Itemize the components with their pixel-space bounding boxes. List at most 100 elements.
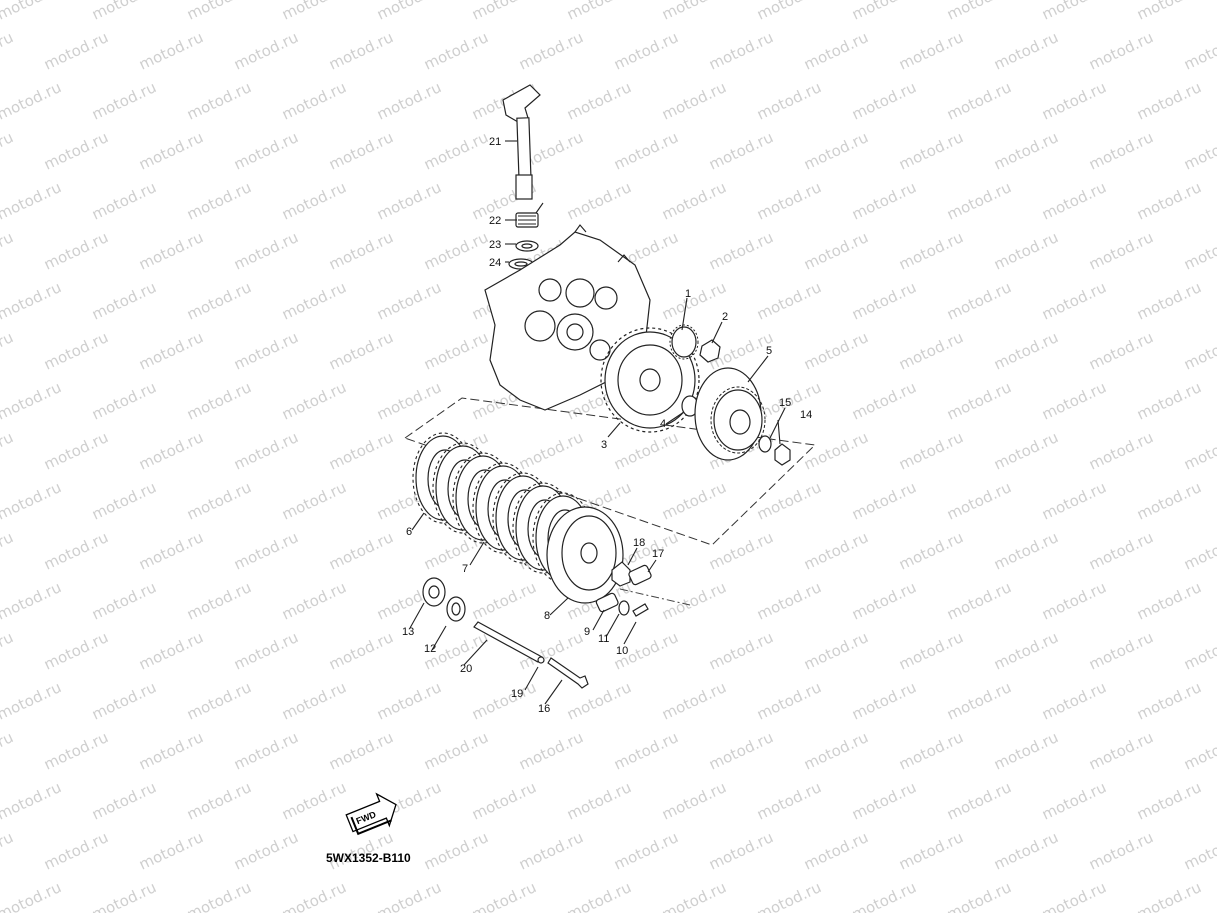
bearing (611, 561, 631, 587)
watermark-text: motod.ru (0, 728, 16, 773)
watermark-text: motod.ru (944, 878, 1014, 913)
watermark-text: motod.ru (1086, 28, 1156, 73)
watermark-text: motod.ru (0, 878, 64, 913)
watermark-text: motod.ru (231, 728, 301, 773)
watermark-text: motod.ru (564, 78, 634, 123)
watermark-text: motod.ru (1134, 878, 1204, 913)
watermark-text: motod.ru (0, 778, 64, 823)
short-push-rod (547, 657, 589, 689)
watermark-text: motod.ru (754, 578, 824, 623)
watermark-text: motod.ru (41, 328, 111, 373)
watermark-text: motod.ru (754, 78, 824, 123)
watermark-text: motod.ru (801, 128, 871, 173)
watermark-text: motod.ru (184, 378, 254, 423)
ball (537, 656, 545, 664)
watermark-text: motod.ru (421, 28, 491, 73)
watermark-text: motod.ru (0, 378, 64, 423)
watermark-text: motod.ru (1134, 78, 1204, 123)
watermark-text: motod.ru (89, 578, 159, 623)
watermark-text: motod.ru (801, 728, 871, 773)
watermark-text: motod.ru (1086, 328, 1156, 373)
watermark-text: motod.ru (564, 178, 634, 223)
watermark-text: motod.ru (1086, 428, 1156, 473)
watermark-text: motod.ru (469, 878, 539, 913)
nut (699, 339, 721, 363)
watermark-text: motod.ru (231, 328, 301, 373)
watermark-text: motod.ru (279, 278, 349, 323)
watermark-text: motod.ru (136, 528, 206, 573)
watermark-text: motod.ru (421, 728, 491, 773)
callout-18: 18 (633, 537, 645, 549)
watermark-text: motod.ru (184, 478, 254, 523)
callout-9: 9 (584, 626, 590, 638)
watermark-text: motod.ru (231, 528, 301, 573)
watermark-text: motod.ru (659, 578, 729, 623)
bolt-washer (618, 600, 630, 616)
watermark-text: motod.ru (1181, 728, 1217, 773)
clutch-boss (694, 367, 766, 461)
watermark-text: motod.ru (326, 428, 396, 473)
watermark-text: motod.ru (326, 28, 396, 73)
watermark-text: motod.ru (849, 678, 919, 723)
watermark-text: motod.ru (421, 328, 491, 373)
watermark-text: motod.ru (374, 0, 444, 24)
watermark-text: motod.ru (1134, 678, 1204, 723)
watermark-text: motod.ru (469, 0, 539, 24)
watermark-text: motod.ru (1039, 278, 1109, 323)
watermark-text: motod.ru (136, 728, 206, 773)
assembly-dashed-outline (403, 397, 817, 546)
callout-10: 10 (616, 645, 628, 657)
watermark-text: motod.ru (801, 28, 871, 73)
watermark-text: motod.ru (1039, 178, 1109, 223)
watermark-text: motod.ru (564, 878, 634, 913)
watermark-text: motod.ru (326, 728, 396, 773)
callout-12: 12 (424, 643, 436, 655)
watermark-text: motod.ru (0, 628, 16, 673)
watermark-text: motod.ru (754, 878, 824, 913)
leader-lines (409, 140, 786, 705)
watermark-text: motod.ru (849, 0, 919, 24)
watermark-text: motod.ru (991, 728, 1061, 773)
watermark-text: motod.ru (136, 628, 206, 673)
watermark-text: motod.ru (1181, 128, 1217, 173)
watermark-text: motod.ru (89, 778, 159, 823)
watermark-text: motod.ru (564, 678, 634, 723)
watermark-text: motod.ru (849, 778, 919, 823)
watermark-text: motod.ru (1039, 578, 1109, 623)
watermark-text: motod.ru (279, 578, 349, 623)
watermark-text: motod.ru (136, 28, 206, 73)
watermark-text: motod.ru (184, 578, 254, 623)
callout-1: 1 (685, 288, 691, 300)
watermark-text: motod.ru (279, 78, 349, 123)
watermark-text: motod.ru (1039, 478, 1109, 523)
watermark-text: motod.ru (374, 678, 444, 723)
watermark-text: motod.ru (1181, 328, 1217, 373)
watermark-text: motod.ru (659, 678, 729, 723)
watermark-text: motod.ru (374, 178, 444, 223)
callout-4: 4 (660, 418, 666, 430)
watermark-text: motod.ru (801, 528, 871, 573)
watermark-text: motod.ru (374, 378, 444, 423)
watermark-text: motod.ru (41, 28, 111, 73)
watermark-text: motod.ru (136, 128, 206, 173)
watermark-text: motod.ru (896, 228, 966, 273)
watermark-text: motod.ru (944, 0, 1014, 24)
watermark-text: motod.ru (1039, 0, 1109, 24)
watermark-text: motod.ru (896, 528, 966, 573)
watermark-text: motod.ru (0, 678, 64, 723)
watermark-text: motod.ru (184, 678, 254, 723)
watermark-text: motod.ru (469, 578, 539, 623)
watermark-text: motod.ru (41, 628, 111, 673)
watermark-text: motod.ru (611, 828, 681, 873)
watermark-text: motod.ru (1039, 678, 1109, 723)
watermark-text: motod.ru (421, 228, 491, 273)
watermark-text: motod.ru (1039, 878, 1109, 913)
watermark-text: motod.ru (754, 178, 824, 223)
watermark-text: motod.ru (231, 128, 301, 173)
watermark-text: motod.ru (0, 228, 16, 273)
fwd-arrow: FWD (345, 792, 397, 836)
watermark-text: motod.ru (421, 128, 491, 173)
watermark-text: motod.ru (944, 78, 1014, 123)
watermark-text: motod.ru (801, 628, 871, 673)
